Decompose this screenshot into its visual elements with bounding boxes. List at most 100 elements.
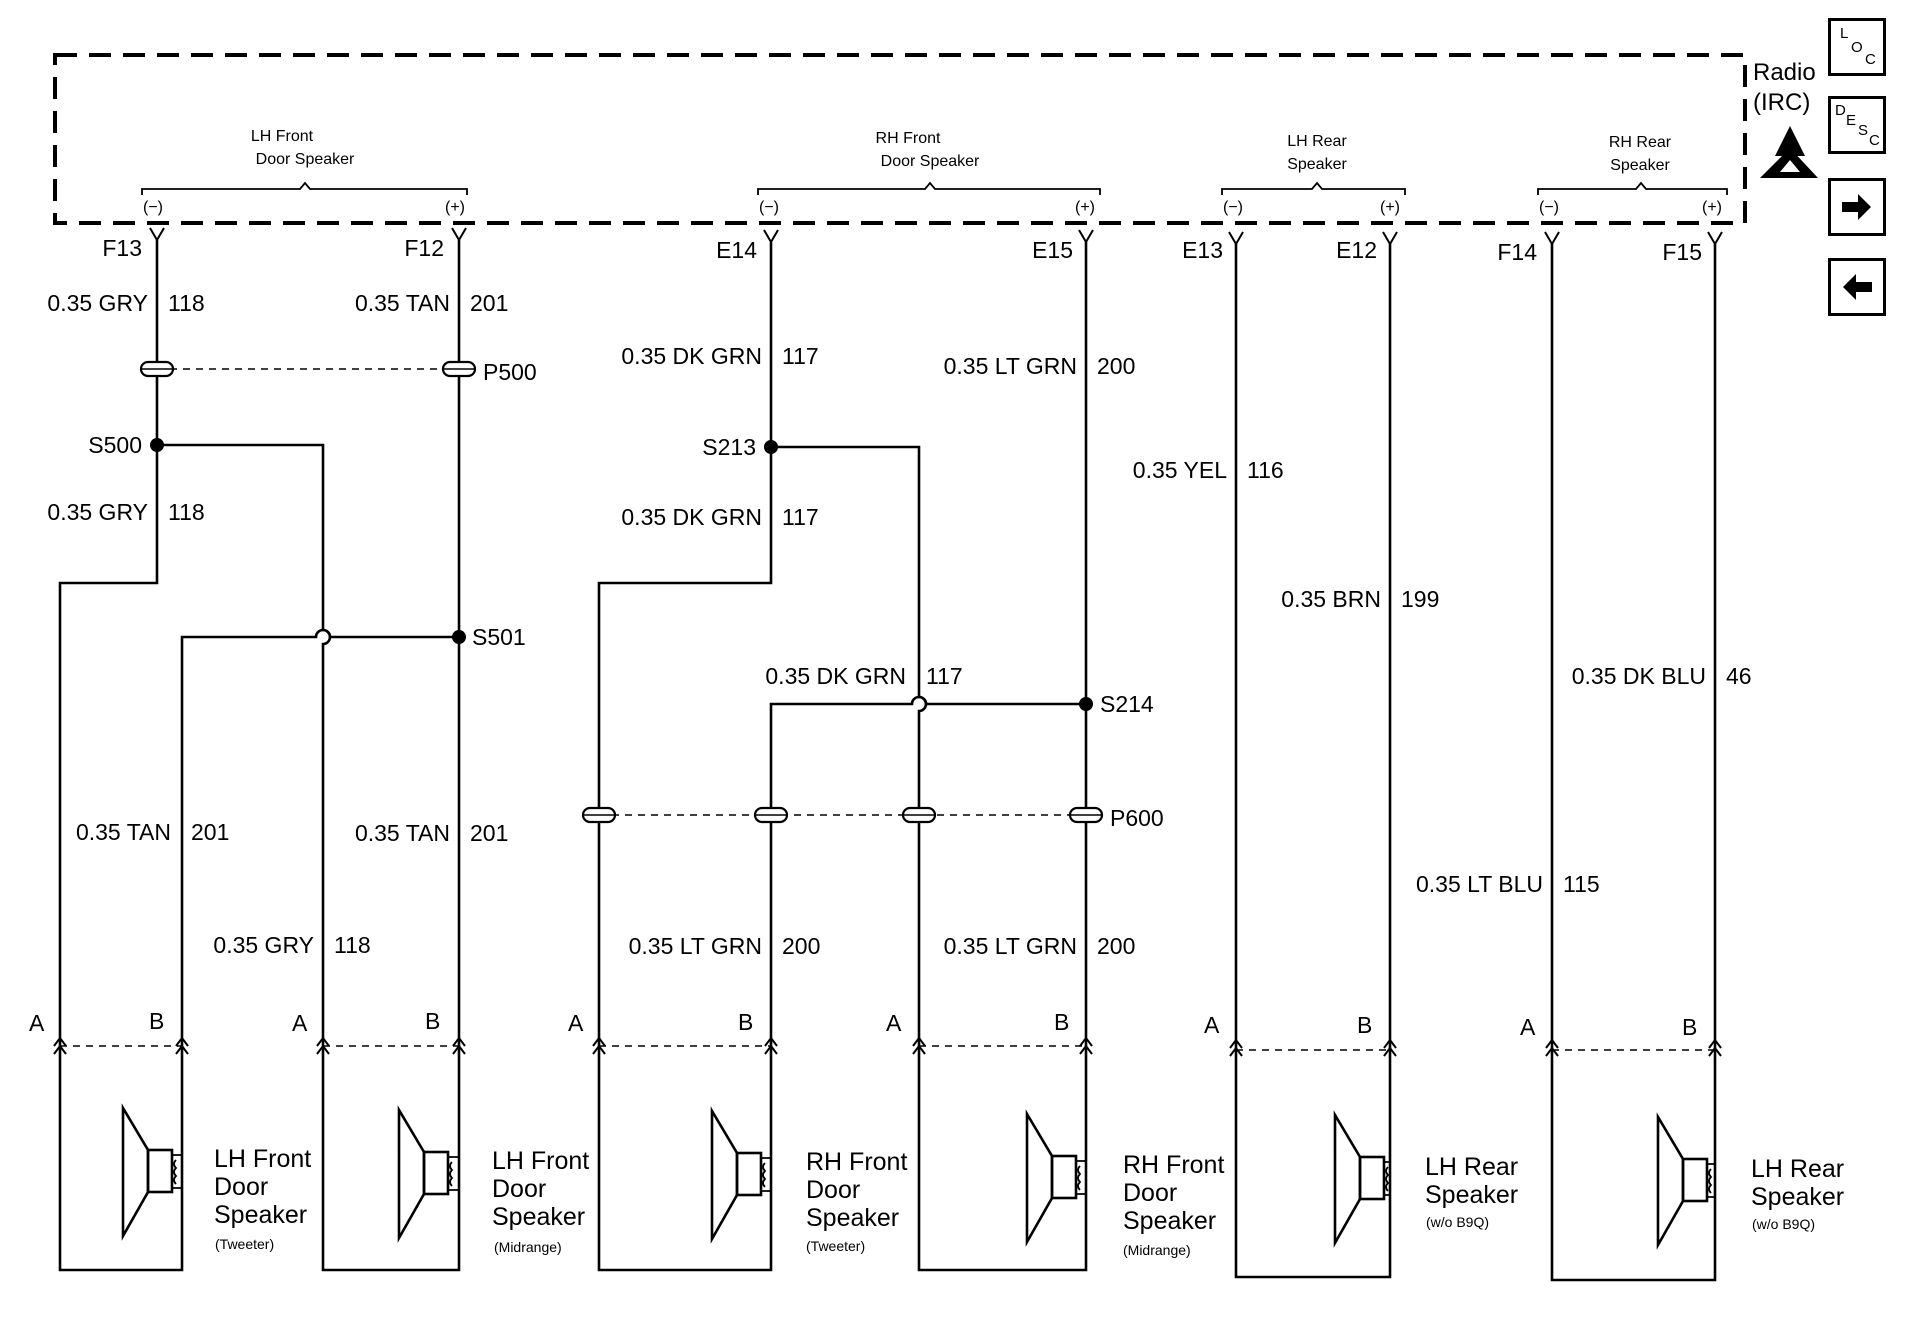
- splice-s214: S214: [1100, 691, 1154, 717]
- wire-labels: 0.35 GRY 118 0.35 TAN 201 0.35 DK GRN 11…: [47, 290, 1751, 959]
- svg-text:0.35 LT BLU: 0.35 LT BLU: [1416, 871, 1543, 897]
- svg-text:(Midrange): (Midrange): [494, 1239, 562, 1255]
- svg-text:B: B: [1357, 1012, 1372, 1038]
- connector-p600: P600: [1110, 805, 1164, 831]
- loc-c: C: [1865, 51, 1876, 68]
- svg-text:0.35 GRY: 0.35 GRY: [213, 932, 314, 958]
- wire-s213-branch: [771, 445, 1088, 1272]
- svg-text:A: A: [1520, 1014, 1536, 1040]
- speaker-rh-front-tweeter: RH Front Door Speaker (Tweeter): [710, 1106, 907, 1254]
- svg-text:Speaker: Speaker: [214, 1201, 307, 1229]
- pin-e13: E13: [1182, 237, 1223, 263]
- splice-s213: S213: [702, 434, 756, 460]
- svg-text:RH Front: RH Front: [1123, 1151, 1224, 1179]
- svg-text:Door: Door: [1123, 1179, 1177, 1207]
- loc-o: O: [1851, 39, 1863, 56]
- svg-text:118: 118: [168, 290, 205, 316]
- desc-button[interactable]: D E S C: [1828, 96, 1886, 154]
- svg-text:Door: Door: [214, 1173, 268, 1201]
- svg-text:200: 200: [1097, 933, 1135, 959]
- svg-text:A: A: [29, 1010, 45, 1036]
- right-arrow-icon: [1842, 194, 1871, 220]
- next-page-button[interactable]: [1828, 178, 1886, 236]
- svg-text:Door Speaker: Door Speaker: [256, 151, 355, 168]
- svg-text:(+): (+): [1380, 199, 1400, 216]
- svg-text:201: 201: [470, 820, 508, 846]
- svg-text:(−): (−): [1223, 199, 1243, 216]
- svg-text:LH Front: LH Front: [251, 128, 314, 145]
- speaker-terminals: A B A B A B A B A B A B: [29, 1008, 1722, 1057]
- svg-text:115: 115: [1563, 871, 1600, 897]
- svg-text:(+): (+): [1702, 199, 1722, 216]
- svg-text:Speaker: Speaker: [806, 1204, 899, 1232]
- prev-page-button[interactable]: [1828, 258, 1886, 316]
- svg-text:B: B: [1054, 1009, 1069, 1035]
- radio-subtitle: (IRC): [1753, 89, 1810, 116]
- svg-text:(Tweeter): (Tweeter): [806, 1238, 865, 1254]
- svg-text:LH Rear: LH Rear: [1287, 133, 1347, 150]
- svg-text:(−): (−): [143, 199, 163, 216]
- speaker-lh-front-midrange: LH Front Door Speaker (Midrange): [397, 1105, 589, 1255]
- svg-text:Door Speaker: Door Speaker: [881, 153, 980, 170]
- group-rh-front: RH Front Door Speaker (−) (+): [757, 130, 1101, 216]
- svg-text:0.35 DK BLU: 0.35 DK BLU: [1572, 663, 1706, 689]
- svg-text:LH Rear: LH Rear: [1425, 1153, 1518, 1181]
- desc-c: C: [1869, 132, 1880, 149]
- radio-pin-connectors: [149, 227, 1723, 246]
- svg-text:0.35 YEL: 0.35 YEL: [1133, 457, 1227, 483]
- svg-text:117: 117: [782, 343, 819, 369]
- svg-text:Speaker: Speaker: [1425, 1181, 1518, 1209]
- svg-text:Speaker: Speaker: [1123, 1207, 1216, 1235]
- svg-text:(+): (+): [445, 199, 465, 216]
- svg-text:Speaker: Speaker: [492, 1203, 585, 1231]
- svg-text:A: A: [1204, 1012, 1220, 1038]
- radio-title: Radio: [1753, 59, 1816, 86]
- group-lh-rear: LH Rear Speaker (−) (+): [1221, 133, 1406, 216]
- svg-text:118: 118: [168, 499, 205, 525]
- radio-enclosure: [53, 53, 1747, 225]
- wire-s214-branch: [769, 695, 1086, 1050]
- wire-f13-gry-118: [58, 240, 184, 1272]
- svg-text:RH Front: RH Front: [876, 130, 941, 147]
- speaker-lh-front-tweeter: LH Front Door Speaker (Tweeter): [121, 1103, 311, 1252]
- speaker-rh-front-midrange: RH Front Door Speaker (Midrange): [1025, 1109, 1224, 1258]
- svg-text:116: 116: [1247, 457, 1284, 483]
- wire-f14-ltblu-115: [1550, 244, 1717, 1282]
- pin-f12: F12: [404, 235, 444, 261]
- group-rh-rear: RH Rear Speaker (−) (+): [1537, 134, 1728, 216]
- inline-connectors: P500 P600: [139, 359, 1164, 831]
- svg-text:RH Front: RH Front: [806, 1148, 907, 1176]
- svg-text:(+): (+): [1075, 199, 1095, 216]
- svg-text:0.35 LT GRN: 0.35 LT GRN: [629, 933, 762, 959]
- svg-text:199: 199: [1401, 586, 1439, 612]
- wire-e14-dkgrn-117: [597, 242, 773, 1272]
- svg-text:117: 117: [782, 504, 819, 530]
- svg-text:RH Rear: RH Rear: [1609, 134, 1672, 151]
- loc-l: L: [1840, 25, 1849, 42]
- left-arrow-icon: [1843, 274, 1872, 300]
- pin-f15: F15: [1662, 239, 1702, 265]
- svg-text:(w/o B9Q): (w/o B9Q): [1426, 1214, 1489, 1230]
- svg-text:Speaker: Speaker: [1287, 156, 1347, 173]
- svg-text:0.35 DK GRN: 0.35 DK GRN: [765, 663, 906, 689]
- speaker-rh-rear: LH Rear Speaker (w/o B9Q): [1656, 1112, 1844, 1250]
- svg-text:(Midrange): (Midrange): [1123, 1242, 1191, 1258]
- svg-text:0.35 DK GRN: 0.35 DK GRN: [621, 504, 762, 530]
- svg-text:B: B: [425, 1008, 440, 1034]
- svg-text:LH Front: LH Front: [214, 1145, 311, 1173]
- svg-text:117: 117: [926, 663, 963, 689]
- speaker-lh-rear: LH Rear Speaker (w/o B9Q): [1333, 1110, 1518, 1248]
- svg-text:200: 200: [1097, 353, 1135, 379]
- svg-text:(Tweeter): (Tweeter): [215, 1236, 274, 1252]
- svg-text:Door: Door: [806, 1176, 860, 1204]
- loc-button[interactable]: L O C: [1828, 18, 1886, 76]
- svg-text:Speaker: Speaker: [1751, 1183, 1844, 1211]
- wires: [58, 240, 1717, 1282]
- desc-s: S: [1858, 122, 1869, 139]
- wire-e13-yel-116: [1234, 244, 1392, 1279]
- svg-text:B: B: [149, 1008, 164, 1034]
- svg-text:LH Rear: LH Rear: [1751, 1155, 1844, 1183]
- pin-e12: E12: [1336, 237, 1377, 263]
- svg-text:(−): (−): [759, 199, 779, 216]
